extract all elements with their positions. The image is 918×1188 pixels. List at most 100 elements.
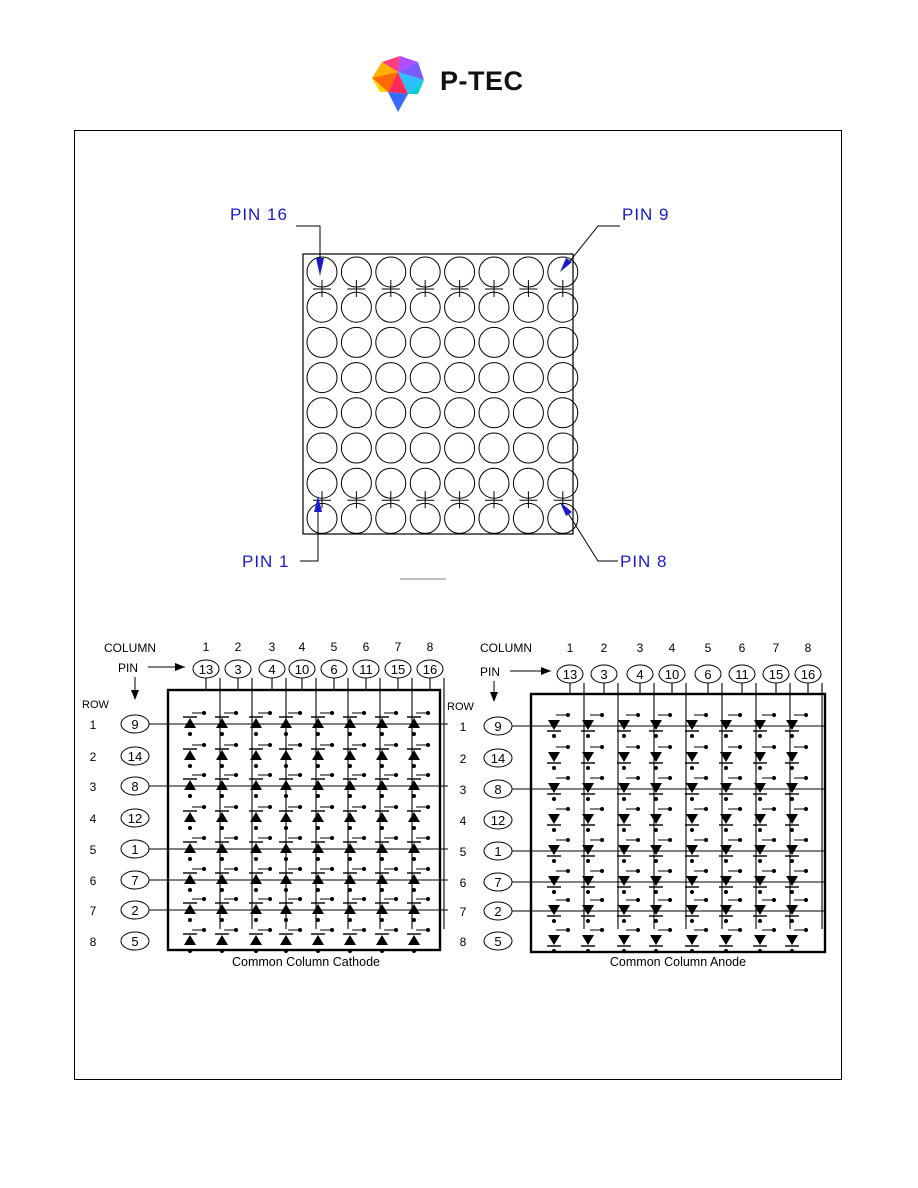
row-pin-number: 1 [494,844,501,859]
junction-dot [348,732,352,736]
led-dot [340,432,372,464]
junction-dot [316,888,320,892]
diode [686,845,698,855]
diode [650,783,662,793]
led-dot [444,326,476,358]
junction-dot [348,888,352,892]
diode [312,874,324,884]
brand-logo: P-TEC [368,52,558,116]
column-pin-number: 15 [769,667,783,682]
column-number: 8 [427,640,434,654]
led-dot [547,326,579,358]
led-dot [306,326,338,358]
diode [344,750,356,760]
junction-dot [552,797,556,801]
row-number: 4 [90,812,97,826]
diode [618,935,630,945]
junction-dot [220,918,224,922]
diode [650,905,662,915]
led-dot [512,362,544,394]
diode [408,843,420,853]
junction-dot [220,732,224,736]
diode [216,935,228,945]
diode [250,812,262,822]
led-dot [306,362,338,394]
row-pin-number: 8 [131,779,138,794]
junction-dot [690,859,694,863]
led-dot [512,326,544,358]
led-dot [375,397,407,429]
row-pin-number: 14 [491,751,505,766]
column-number: 4 [299,640,306,654]
brand-name: P-TEC [440,66,524,96]
diode [786,876,798,886]
diode [686,905,698,915]
column-pin-number: 15 [391,662,405,677]
column-number: 2 [235,640,242,654]
junction-dot [380,794,384,798]
diode [686,752,698,762]
junction-dot [724,828,728,832]
pin9-arrow [560,258,572,272]
row-pin-circle [120,808,150,828]
diode [408,904,420,914]
led-dot [444,397,476,429]
diode [786,845,798,855]
junction-dot [622,797,626,801]
row-pin-number: 7 [131,873,138,888]
diode [312,812,324,822]
diode [376,812,388,822]
junction-dot [790,797,794,801]
row-pin-circle [120,746,150,766]
pin8-arrow [560,502,572,516]
junction-dot [380,949,384,953]
row-pin-number: 8 [494,782,501,797]
junction-dot [380,764,384,768]
diode [582,783,594,793]
diode [184,750,196,760]
junction-dot [724,859,728,863]
led-dot [409,362,441,394]
diode [408,874,420,884]
row-number: 2 [460,752,467,766]
diode [344,935,356,945]
junction-dot [254,888,258,892]
junction-dot [188,794,192,798]
junction-dot [622,919,626,923]
junction-dot [316,918,320,922]
column-number: 5 [705,641,712,655]
pin-arrow-head [175,663,185,671]
pin16-leader [296,225,321,270]
row-number: 1 [460,720,467,734]
diode [184,874,196,884]
led-dot [409,326,441,358]
diode [280,843,292,853]
row-pin-circle [483,810,513,830]
junction-dot [586,828,590,832]
diode [686,783,698,793]
schematic-outline [529,692,827,954]
junction-dot [316,949,320,953]
column-pin-number: 6 [704,667,711,682]
diode [720,814,732,824]
column-pin-number: 4 [268,662,275,677]
row-number: 8 [460,935,467,949]
diode [650,935,662,945]
junction-dot [380,732,384,736]
diode [618,783,630,793]
junction-dot [790,949,794,953]
led-dot [478,362,510,394]
junction-dot [348,949,352,953]
junction-dot [552,890,556,894]
diode [184,904,196,914]
junction-dot [220,794,224,798]
junction-dot [284,794,288,798]
row-arrow-head [490,692,498,702]
junction-dot [220,857,224,861]
junction-dot [412,888,416,892]
junction-dot [380,888,384,892]
diode [280,874,292,884]
junction-dot [284,888,288,892]
diode [408,750,420,760]
